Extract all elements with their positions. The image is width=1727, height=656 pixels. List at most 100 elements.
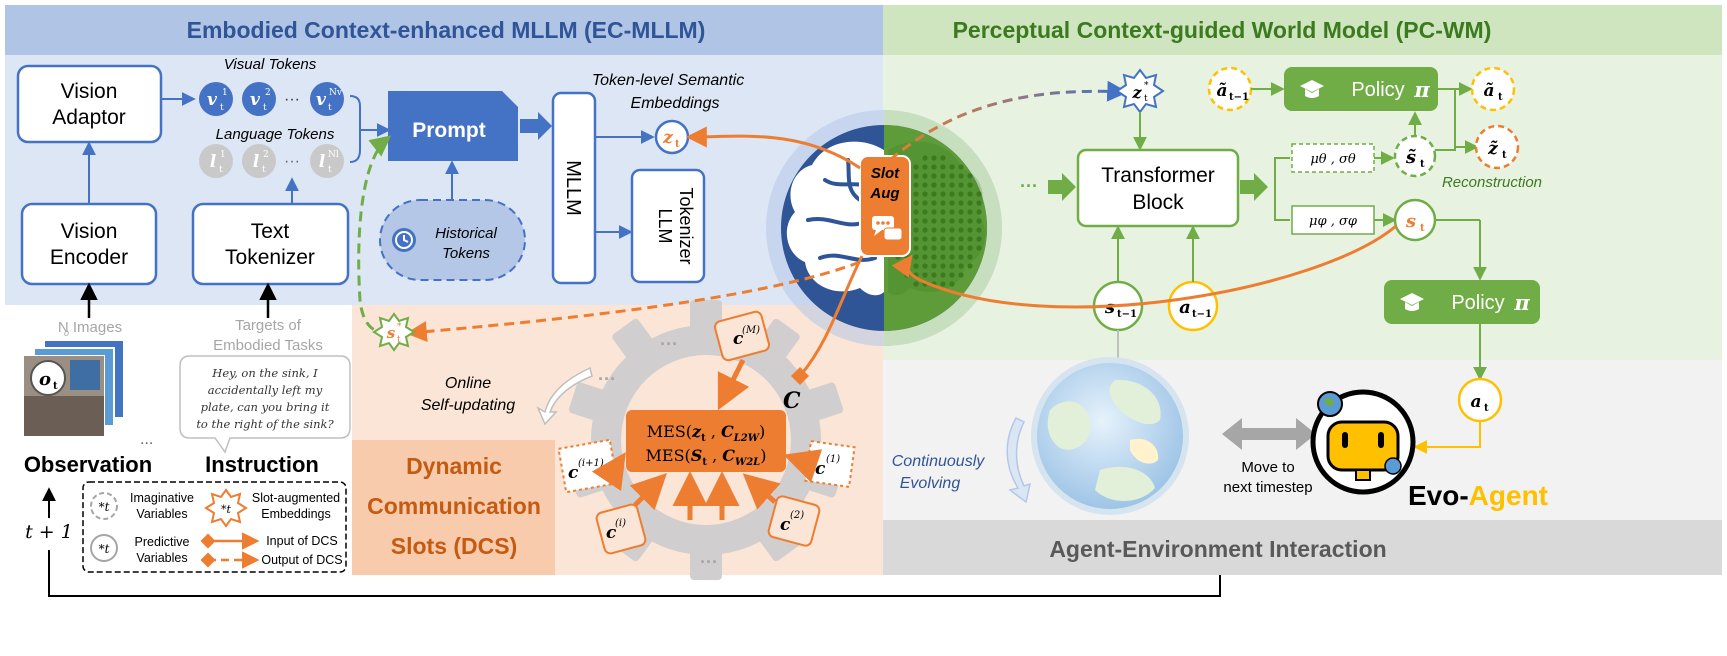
s-tilde-node: s̃ t [1393,134,1437,178]
mes2-pre: MES( [646,446,691,465]
slot-c-2-sup: (2) [790,510,804,521]
brain-dot [931,236,937,242]
brain-dot [913,209,919,215]
brain-dot [931,263,937,269]
token-semantic-label-1: Token-level Semantic [592,72,744,89]
language-token-1-sub: t [219,165,223,175]
a-prev-sub: t−1 [1192,309,1212,320]
pc-wm-region [883,5,1722,360]
brain-dot [958,254,964,260]
language-token-ellipsis: ··· [284,153,300,170]
z-star-node: z * t [1115,68,1165,114]
brain-dot [931,245,937,251]
dcs-title-box [352,440,555,575]
brain-dot [940,245,946,251]
brain-dot [949,200,955,206]
brain-dot [967,254,973,260]
policy-box-bottom: Policy π [1384,280,1540,324]
brain-dot [958,200,964,206]
brain-dot [922,173,928,179]
move-label-1: Move to [1241,459,1294,476]
bracket-tokens [349,95,361,163]
language-token-1: l 1 t [199,144,233,178]
brain-dot [940,218,946,224]
slot-aug-line-2: Aug [869,185,899,202]
dashed-green-path [357,135,392,334]
z-t-base: z [662,128,673,148]
historical-tokens-box: Historical Tokens [379,199,526,281]
aei-title-bar [883,520,1722,575]
brain-dot [940,281,946,287]
mes1-post: ) [759,422,765,441]
slot-c-1: c (1) [804,440,856,488]
brain-dot [922,164,928,170]
visual-token-ellipsis: ··· [284,91,300,108]
brain-dot [922,227,928,233]
mllm-label: MLLM [562,160,584,216]
brain-dot [958,245,964,251]
graduation-cap-icon-bottom [1400,293,1424,311]
mes2-b: C [722,446,735,465]
observation-label: Observation [24,452,152,477]
legend-imaginative-symbol: *t [99,500,110,514]
brain-dot [958,272,964,278]
legend-slot-augmented-2: Embeddings [261,507,331,521]
visual-token-n-sup: Nv [329,88,343,98]
brain-dot [967,173,973,179]
s-star-node: s * t [372,312,416,352]
slot-aug-box[interactable]: Slot Aug [859,155,911,257]
s-star-sup: * [397,322,402,332]
policy-bottom-pi: π [1513,290,1530,315]
visual-token-2-sup: 2 [265,88,271,98]
transformer-block: Transformer Block [1076,148,1240,228]
images-label-sub: o [64,328,69,338]
brain-dot [913,254,919,260]
brain-dot [931,191,937,197]
brain-dot [949,245,955,251]
z-tilde-node: z̃ t [1474,124,1520,170]
brain-dot [967,263,973,269]
brain-dot [949,254,955,260]
visual-token-1-sup: 1 [222,88,228,98]
brain-dot [949,272,955,278]
brain-dot [958,173,964,179]
ec-mllm-title: Embodied Context-enhanced MLLM (EC-MLLM) [187,17,706,43]
legend-predictive-symbol: *t [99,542,110,556]
gear-dots-top: ··· [660,334,678,354]
text-tokenizer-box: Text Tokenizer [191,202,350,286]
brain-dot [940,272,946,278]
instruction-bubble: Hey, on the sink, I accidentally left my… [179,355,351,454]
brain-dot [958,218,964,224]
brain-dot [967,191,973,197]
slot-c-m: c (M) [713,310,771,362]
brain-dot [958,227,964,233]
brain-dot [967,245,973,251]
svg-text:Evo-Agent: Evo-Agent [1408,480,1548,511]
policy-top-label: Policy [1351,79,1404,101]
mes1-pre: MES( [647,422,692,441]
slot-c-i: c (i) [595,503,647,555]
brain-dot [949,227,955,233]
legend-imaginative-icon [90,492,118,520]
agent-text: Agent [1469,480,1548,511]
llm-tokenizer-box: LLM Tokenizer [630,168,706,284]
legend-predictive-1: Predictive [135,535,190,549]
instruction-line-2: accidentally left my [208,383,323,397]
legend-slot-augmented-symbol: *t [221,503,232,516]
visual-token-n: v Nv t [310,82,344,116]
policy-top-pi: π [1413,77,1430,102]
brain-dot [922,263,928,269]
brain-dot [913,245,919,251]
vision-adaptor-line-2: Adaptor [52,106,126,129]
dashed-orange-path [405,260,861,343]
vision-encoder-line-2: Encoder [50,246,128,269]
brain-dot [913,263,919,269]
brain-dot [976,227,982,233]
brain-dot [949,281,955,287]
z-tilde-base: z̃ [1487,139,1498,159]
instruction-line-1: Hey, on the sink, I [211,366,318,380]
continuously-label-1: Continuously [892,453,986,470]
arrow-slotaug-to-zt [685,126,861,170]
brain-dot [949,236,955,242]
brain-dot [913,218,919,224]
